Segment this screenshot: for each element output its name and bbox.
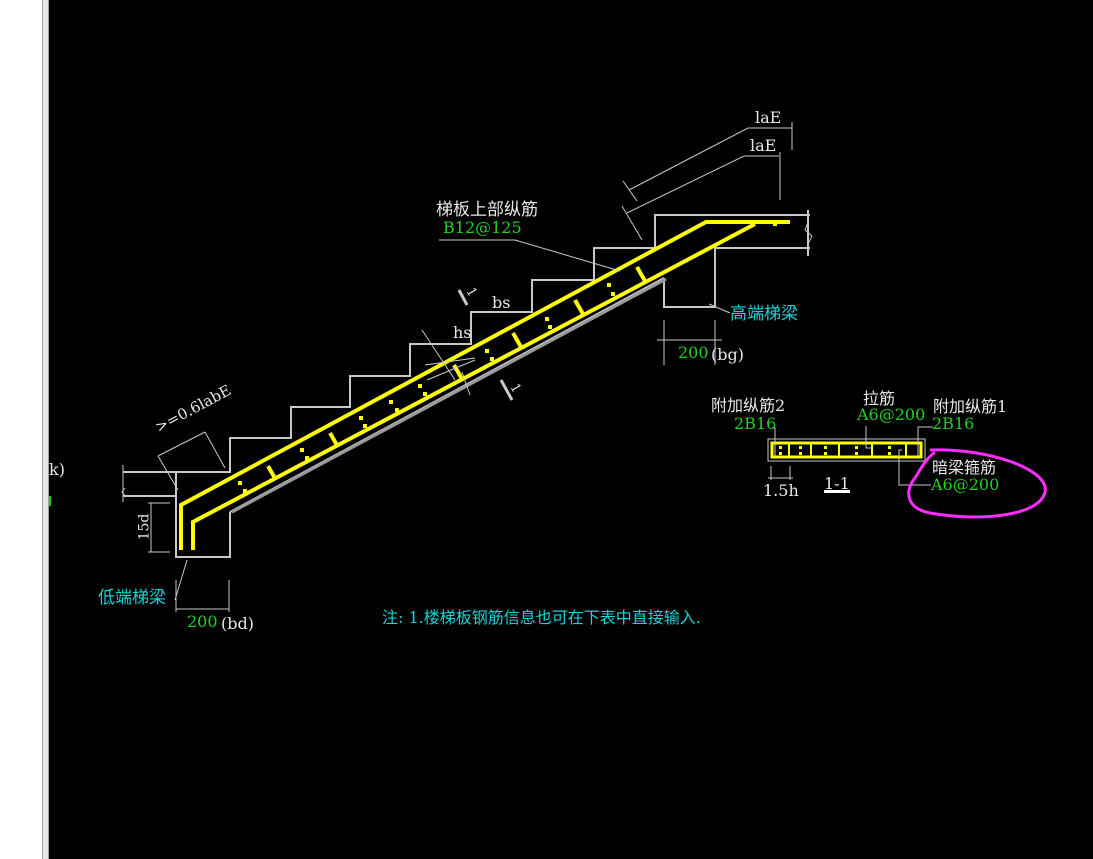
low-beam-width[interactable]: 200 xyxy=(187,612,218,631)
slab-soffit-line xyxy=(231,277,667,514)
dimension-lines xyxy=(148,122,793,612)
section-1-1 xyxy=(767,426,933,493)
panel-splitter[interactable] xyxy=(42,0,49,859)
high-beam-label: 高端梯梁 xyxy=(730,304,798,324)
top-rebar-value[interactable]: B12@125 xyxy=(443,218,522,237)
hidden-beam-stirrup-title: 暗梁箍筋 xyxy=(932,458,997,477)
break-mark-left xyxy=(121,487,126,497)
tie-bar-value[interactable]: A6@200 xyxy=(857,405,926,424)
rebar xyxy=(179,220,790,550)
hidden-beam-stirrup-value[interactable]: A6@200 xyxy=(931,475,1000,494)
low-beam-outline xyxy=(123,495,231,558)
tie-bar-title: 拉筋 xyxy=(863,389,896,408)
left-panel: ) xyxy=(0,0,50,859)
drawing-canvas[interactable]: laE laE 梯板上部纵筋 B12@125 bs hs 1 1 >=0.6la… xyxy=(49,0,1093,859)
distribution-bars xyxy=(266,266,647,481)
high-landing-bottom xyxy=(663,247,810,308)
bs-label: bs xyxy=(492,293,511,312)
left-clipped-green-mark xyxy=(49,496,51,506)
stair-drawing xyxy=(121,122,1047,612)
left-clipped-text: k) xyxy=(49,460,65,479)
high-beam-width[interactable]: 200 xyxy=(678,343,709,362)
section-title: 1-1 xyxy=(824,474,850,493)
extra-rebar-1-value[interactable]: 2B16 xyxy=(932,414,975,433)
high-beam-width-symbol: (bg) xyxy=(711,345,744,364)
extra-rebar-1-title: 附加纵筋1 xyxy=(933,397,1008,416)
lae-outer-label: laE xyxy=(755,108,782,127)
extra-rebar-2-value[interactable]: 2B16 xyxy=(734,414,777,433)
low-beam-label: 低端梯梁 xyxy=(98,588,166,608)
top-rebar-title: 梯板上部纵筋 xyxy=(436,200,538,220)
break-mark xyxy=(804,221,813,245)
hs-label: hs xyxy=(453,323,472,342)
note-text: 注: 1.楼梯板钢筋信息也可在下表中直接输入. xyxy=(382,608,701,627)
stair-steps-outline xyxy=(123,214,810,473)
lae-inner-label: laE xyxy=(750,136,777,155)
bottom-rebar xyxy=(191,222,756,550)
section-title-underline xyxy=(824,490,850,493)
extra-rebar-2-title: 附加纵筋2 xyxy=(711,396,786,415)
section-cut-marks xyxy=(457,289,514,401)
width-15h-label: 1.5h xyxy=(763,481,799,500)
highlight-circle xyxy=(907,448,1047,519)
low-beam-width-symbol: (bd) xyxy=(221,614,254,633)
fifteen-d-label: 15d xyxy=(136,513,153,541)
rebar-dots xyxy=(238,222,777,493)
top-rebar xyxy=(179,220,790,550)
